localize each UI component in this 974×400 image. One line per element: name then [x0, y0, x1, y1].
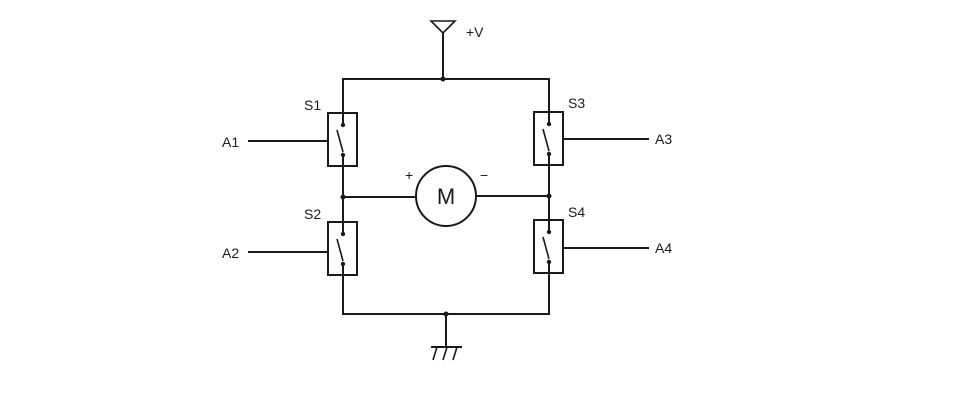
control-label: A3 — [655, 131, 672, 147]
switch-s4: S4 A4 — [533, 204, 672, 274]
switch-contact — [546, 151, 552, 157]
switch-label: S1 — [304, 97, 321, 113]
switch-blade — [542, 128, 550, 152]
ground-hatch-icon — [442, 346, 448, 361]
switch-blade — [336, 129, 344, 153]
motor-minus-label: − — [480, 167, 488, 183]
ground-hatch-icon — [452, 346, 458, 361]
ground-hatch-icon — [432, 346, 438, 361]
supply-triangle-icon — [429, 20, 457, 35]
switch-blade — [542, 236, 550, 260]
motor-circle — [415, 165, 477, 227]
switch-contact — [546, 259, 552, 265]
switch-s2: S2 A2 — [222, 206, 358, 276]
motor-plus-label: + — [405, 167, 413, 183]
control-label: A4 — [655, 240, 672, 256]
switch-contact — [340, 231, 346, 237]
switch-contact — [340, 122, 346, 128]
switch-contact — [546, 121, 552, 127]
switch-label: S4 — [568, 204, 585, 220]
switch-contact — [546, 229, 552, 235]
supply-symbol: +V — [429, 20, 484, 82]
switch-label: S2 — [304, 206, 321, 222]
supply-label: +V — [466, 24, 484, 40]
switch-label: S3 — [568, 95, 585, 111]
switch-s3: S3 A3 — [533, 95, 672, 166]
control-label: A2 — [222, 245, 239, 261]
motor-label: M — [437, 184, 455, 209]
switch-blade — [336, 238, 344, 262]
switch-contact — [340, 261, 346, 267]
motor: M + − — [405, 165, 488, 227]
control-label: A1 — [222, 134, 239, 150]
switch-s1: S1 A1 — [222, 97, 358, 167]
ground-symbol — [431, 311, 462, 361]
right-junction — [546, 193, 552, 199]
switch-contact — [340, 152, 346, 158]
left-junction — [340, 194, 346, 200]
